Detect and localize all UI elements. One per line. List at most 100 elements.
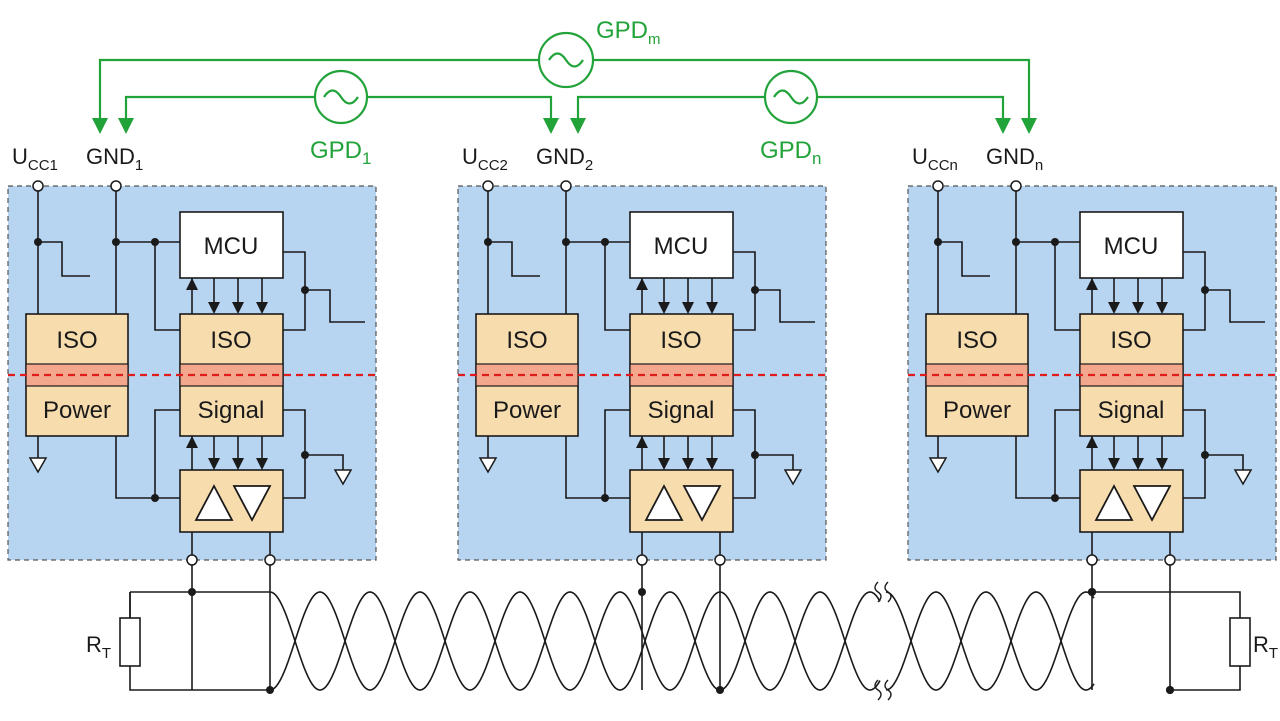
isolation-barrier: [179, 363, 284, 387]
arrow-down-icon: [208, 302, 220, 314]
junction-dot: [716, 686, 724, 694]
junction-dot: [638, 588, 646, 596]
isolation-barrier: [925, 363, 1029, 387]
junction-dot: [1051, 494, 1059, 502]
arrow-down-icon: [706, 458, 718, 470]
ground-symbol-icon: [1233, 469, 1253, 486]
arrow-down-icon: [256, 458, 268, 470]
gpd-n-label: GPDn: [760, 137, 821, 168]
bus-pin-b: [264, 554, 276, 566]
arrow-down-icon: [658, 458, 670, 470]
arrow-up-icon: [186, 278, 198, 290]
arrow-down-icon: [256, 302, 268, 314]
mcu-label: MCU: [654, 233, 709, 260]
arrow-down-icon: [232, 458, 244, 470]
arrow-down-icon: [208, 458, 220, 470]
gnd-label: GNDn: [986, 144, 1043, 174]
arrow-down-icon: [1108, 302, 1120, 314]
ucc-label: UCC1: [12, 144, 58, 174]
ucc-pin: [482, 180, 494, 192]
arrow-down-icon: [1108, 458, 1120, 470]
cable-strand: [269, 591, 881, 691]
driver-icon: [194, 484, 234, 521]
arrow-up-icon: [636, 278, 648, 290]
gpd-network: [98, 58, 1031, 122]
ground-symbol-icon: [28, 457, 48, 474]
iso-signal-bottom-label: Signal: [1098, 397, 1165, 424]
arrow-down-icon: [1132, 458, 1144, 470]
bus-pin-b: [714, 554, 726, 566]
junction-dot: [151, 494, 159, 502]
mcu-label: MCU: [204, 233, 259, 260]
junction-dot: [601, 494, 609, 502]
junction-dot: [601, 238, 609, 246]
junction-dot: [934, 238, 942, 246]
gpd-m-source-icon: [537, 31, 595, 89]
mcu-label: MCU: [1104, 233, 1159, 260]
arrow-up-icon: [636, 436, 648, 448]
gpd-1-source-icon: [313, 69, 369, 125]
transceiver-block: [1079, 469, 1184, 533]
arrow-down-icon: [1156, 302, 1168, 314]
terminator-resistor-right: [1229, 617, 1251, 667]
bus-pin-b: [1164, 554, 1176, 566]
receiver-icon: [682, 485, 722, 522]
iso-power-bottom-label: Power: [493, 397, 561, 424]
junction-dot: [1012, 238, 1020, 246]
terminator-resistor-left: [119, 617, 141, 667]
iso-power-bottom-label: Power: [43, 397, 111, 424]
bus-pin-a: [1086, 554, 1098, 566]
bus-pin-a: [186, 554, 198, 566]
ucc-pin: [932, 180, 944, 192]
iso-signal-top-label: ISO: [660, 327, 701, 354]
isolation-barrier: [1079, 363, 1184, 387]
receiver-icon: [232, 485, 272, 522]
arrow-down-icon: [1156, 458, 1168, 470]
mcu-block: [179, 211, 284, 279]
gnd-pin: [110, 180, 122, 192]
ground-symbol-icon: [928, 457, 948, 474]
junction-dot: [1051, 238, 1059, 246]
receiver-icon: [1132, 485, 1172, 522]
arrow-down-icon: [682, 458, 694, 470]
junction-dot: [751, 286, 759, 294]
ground-symbol-icon: [478, 457, 498, 474]
junction-dot: [34, 238, 42, 246]
iso-signal-bottom-label: Signal: [198, 397, 265, 424]
junction-dot: [1201, 451, 1209, 459]
iso-power-top-label: ISO: [506, 327, 547, 354]
cable-strand: [885, 591, 1095, 691]
junction-dot: [301, 286, 309, 294]
mcu-block: [1079, 211, 1184, 279]
iso-signal-top-label: ISO: [210, 327, 251, 354]
arrow-up-icon: [186, 436, 198, 448]
junction-dot: [562, 238, 570, 246]
arrow-down-icon: [706, 302, 718, 314]
cable-strand: [269, 591, 881, 691]
junction-dot: [751, 451, 759, 459]
iso-power-bottom-label: Power: [943, 397, 1011, 424]
junction-dot: [484, 238, 492, 246]
twisted-pair-cable: [269, 591, 1095, 691]
transceiver-block: [179, 469, 284, 533]
isolation-barrier: [629, 363, 734, 387]
ucc-pin: [32, 180, 44, 192]
ucc-label: UCCn: [912, 144, 958, 174]
junction-dot: [301, 451, 309, 459]
cable-break-mark: [874, 581, 892, 701]
arrow-down-icon: [232, 302, 244, 314]
arrow-up-icon: [1086, 436, 1098, 448]
gpd-arrowheads: [92, 118, 1037, 134]
arrow-down-icon: [658, 302, 670, 314]
terminator-label-right: RT: [1253, 632, 1278, 662]
driver-icon: [644, 484, 684, 521]
right-terminator-wiring: [1088, 588, 1174, 694]
iso-power-top-label: ISO: [956, 327, 997, 354]
arrow-up-icon: [1086, 278, 1098, 290]
gnd-pin: [560, 180, 572, 192]
gnd-pin: [1010, 180, 1022, 192]
isolation-barrier: [25, 363, 129, 387]
driver-icon: [1094, 484, 1134, 521]
iso-power-top-label: ISO: [56, 327, 97, 354]
